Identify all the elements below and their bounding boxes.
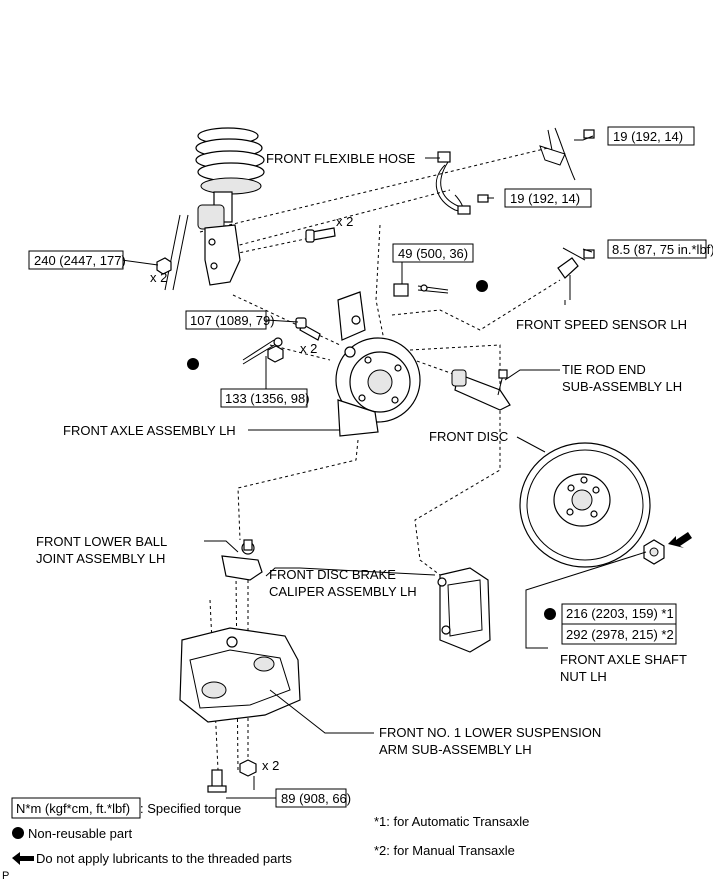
legend-torque-desc: : Specified torque xyxy=(140,801,241,816)
torque-box-axle-nut: 216 (2203, 159) *1 292 (2978, 215) *2 xyxy=(561,603,677,645)
torque-box-speed-sensor: 8.5 (87, 75 in.*lbf) xyxy=(607,239,713,259)
legend-no-lubricant: Do not apply lubricants to the threaded … xyxy=(12,851,292,866)
torque-box-lower-arm-bolt: 89 (908, 66) xyxy=(275,788,351,808)
speed-sensor xyxy=(557,247,595,300)
torque-box-tie-rod-nut: 49 (500, 36) xyxy=(392,243,474,263)
svg-text:8.5 (87, 75 in.*lbf): 8.5 (87, 75 in.*lbf) xyxy=(612,242,713,257)
svg-text:89 (908, 66): 89 (908, 66) xyxy=(281,791,351,806)
multiplier-lower-arm: x 2 xyxy=(262,758,279,773)
lower-suspension-arm xyxy=(179,627,301,723)
no-lubricant-arrow-icon xyxy=(668,532,692,548)
legend-torque-unit: N*m (kgf*cm, ft.*lbf) xyxy=(16,801,130,816)
multiplier-caliper-bolt: x 2 xyxy=(300,341,317,356)
svg-text:292 (2978, 215) *2: 292 (2978, 215) *2 xyxy=(566,627,674,642)
svg-text:Do not apply lubricants to the: Do not apply lubricants to the threaded … xyxy=(36,851,292,866)
label-caliper-line2: CALIPER ASSEMBLY LH xyxy=(269,584,417,599)
lower-arm-bolt xyxy=(207,769,227,793)
torque-box-hose-bracket-mid: 19 (192, 14) xyxy=(504,188,592,208)
torque-box-ball-joint-nut: 133 (1356, 98) xyxy=(220,388,310,408)
label-lower-ball-joint-line2: JOINT ASSEMBLY LH xyxy=(36,551,165,566)
label-lower-ball-joint-line1: FRONT LOWER BALL xyxy=(36,534,167,549)
note-manual-transaxle: *2: for Manual Transaxle xyxy=(374,843,515,858)
strut-nut xyxy=(156,257,172,275)
svg-text:133 (1356, 98): 133 (1356, 98) xyxy=(225,391,310,406)
label-tie-rod-end-line2: SUB-ASSEMBLY LH xyxy=(562,379,682,394)
no-lubricant-legend-arrow-icon xyxy=(12,852,34,865)
label-front-disc: FRONT DISC xyxy=(429,429,508,444)
svg-text:Non-reusable part: Non-reusable part xyxy=(28,826,132,841)
axle-shaft-nut xyxy=(643,539,665,565)
label-axle-nut-line1: FRONT AXLE SHAFT xyxy=(560,652,687,667)
lower-ball-joint xyxy=(221,539,263,581)
label-caliper-line1: FRONT DISC BRAKE xyxy=(269,567,396,582)
svg-text:19 (192, 14): 19 (192, 14) xyxy=(510,191,580,206)
svg-text:216 (2203, 159) *1: 216 (2203, 159) *1 xyxy=(566,606,674,621)
svg-text:49 (500, 36): 49 (500, 36) xyxy=(398,246,468,261)
steering-knuckle xyxy=(335,291,421,437)
torque-box-strut-bolt: 240 (2447, 177) xyxy=(28,250,126,270)
label-front-speed-sensor: FRONT SPEED SENSOR LH xyxy=(516,317,687,332)
non-reusable-dot-axle-nut xyxy=(544,608,556,620)
torque-box-hose-bracket-top: 19 (192, 14) xyxy=(607,126,695,146)
brake-caliper xyxy=(437,567,491,653)
label-tie-rod-end-line1: TIE ROD END xyxy=(562,362,646,377)
knuckle-bolt xyxy=(295,317,321,341)
strut-bolt xyxy=(305,227,336,243)
leader-lines xyxy=(121,135,647,799)
torque-box-caliper-bolt: 107 (1089, 79) xyxy=(185,310,275,330)
non-reusable-dot-icon xyxy=(12,827,24,839)
legend-non-reusable: Non-reusable part xyxy=(12,826,132,841)
non-reusable-dot-ball-joint xyxy=(187,358,199,370)
label-axle-nut-line2: NUT LH xyxy=(560,669,607,684)
lower-arm-nut xyxy=(239,759,257,777)
legend-torque: N*m (kgf*cm, ft.*lbf) : Specified torque xyxy=(11,797,241,819)
strut-assembly xyxy=(164,127,265,291)
svg-text:19 (192, 14): 19 (192, 14) xyxy=(613,129,683,144)
multiplier-strut-bolt: x 2 xyxy=(336,214,353,229)
multiplier-strut-nut: x 2 xyxy=(150,270,167,285)
non-reusable-dot-tie-rod xyxy=(476,280,488,292)
svg-text:240 (2447, 177): 240 (2447, 177) xyxy=(34,253,126,268)
cotter-pin-left xyxy=(242,337,284,365)
label-lower-arm-line1: FRONT NO. 1 LOWER SUSPENSION xyxy=(379,725,601,740)
tie-rod-nut xyxy=(393,283,449,297)
svg-text:107 (1089, 79): 107 (1089, 79) xyxy=(190,313,275,328)
corner-mark: P xyxy=(2,870,9,882)
tie-rod-end xyxy=(451,369,511,411)
front-disc xyxy=(519,442,651,568)
note-automatic-transaxle: *1: for Automatic Transaxle xyxy=(374,814,529,829)
label-front-axle-assembly: FRONT AXLE ASSEMBLY LH xyxy=(63,423,236,438)
label-lower-arm-line2: ARM SUB-ASSEMBLY LH xyxy=(379,742,532,757)
label-front-flexible-hose: FRONT FLEXIBLE HOSE xyxy=(266,151,416,166)
